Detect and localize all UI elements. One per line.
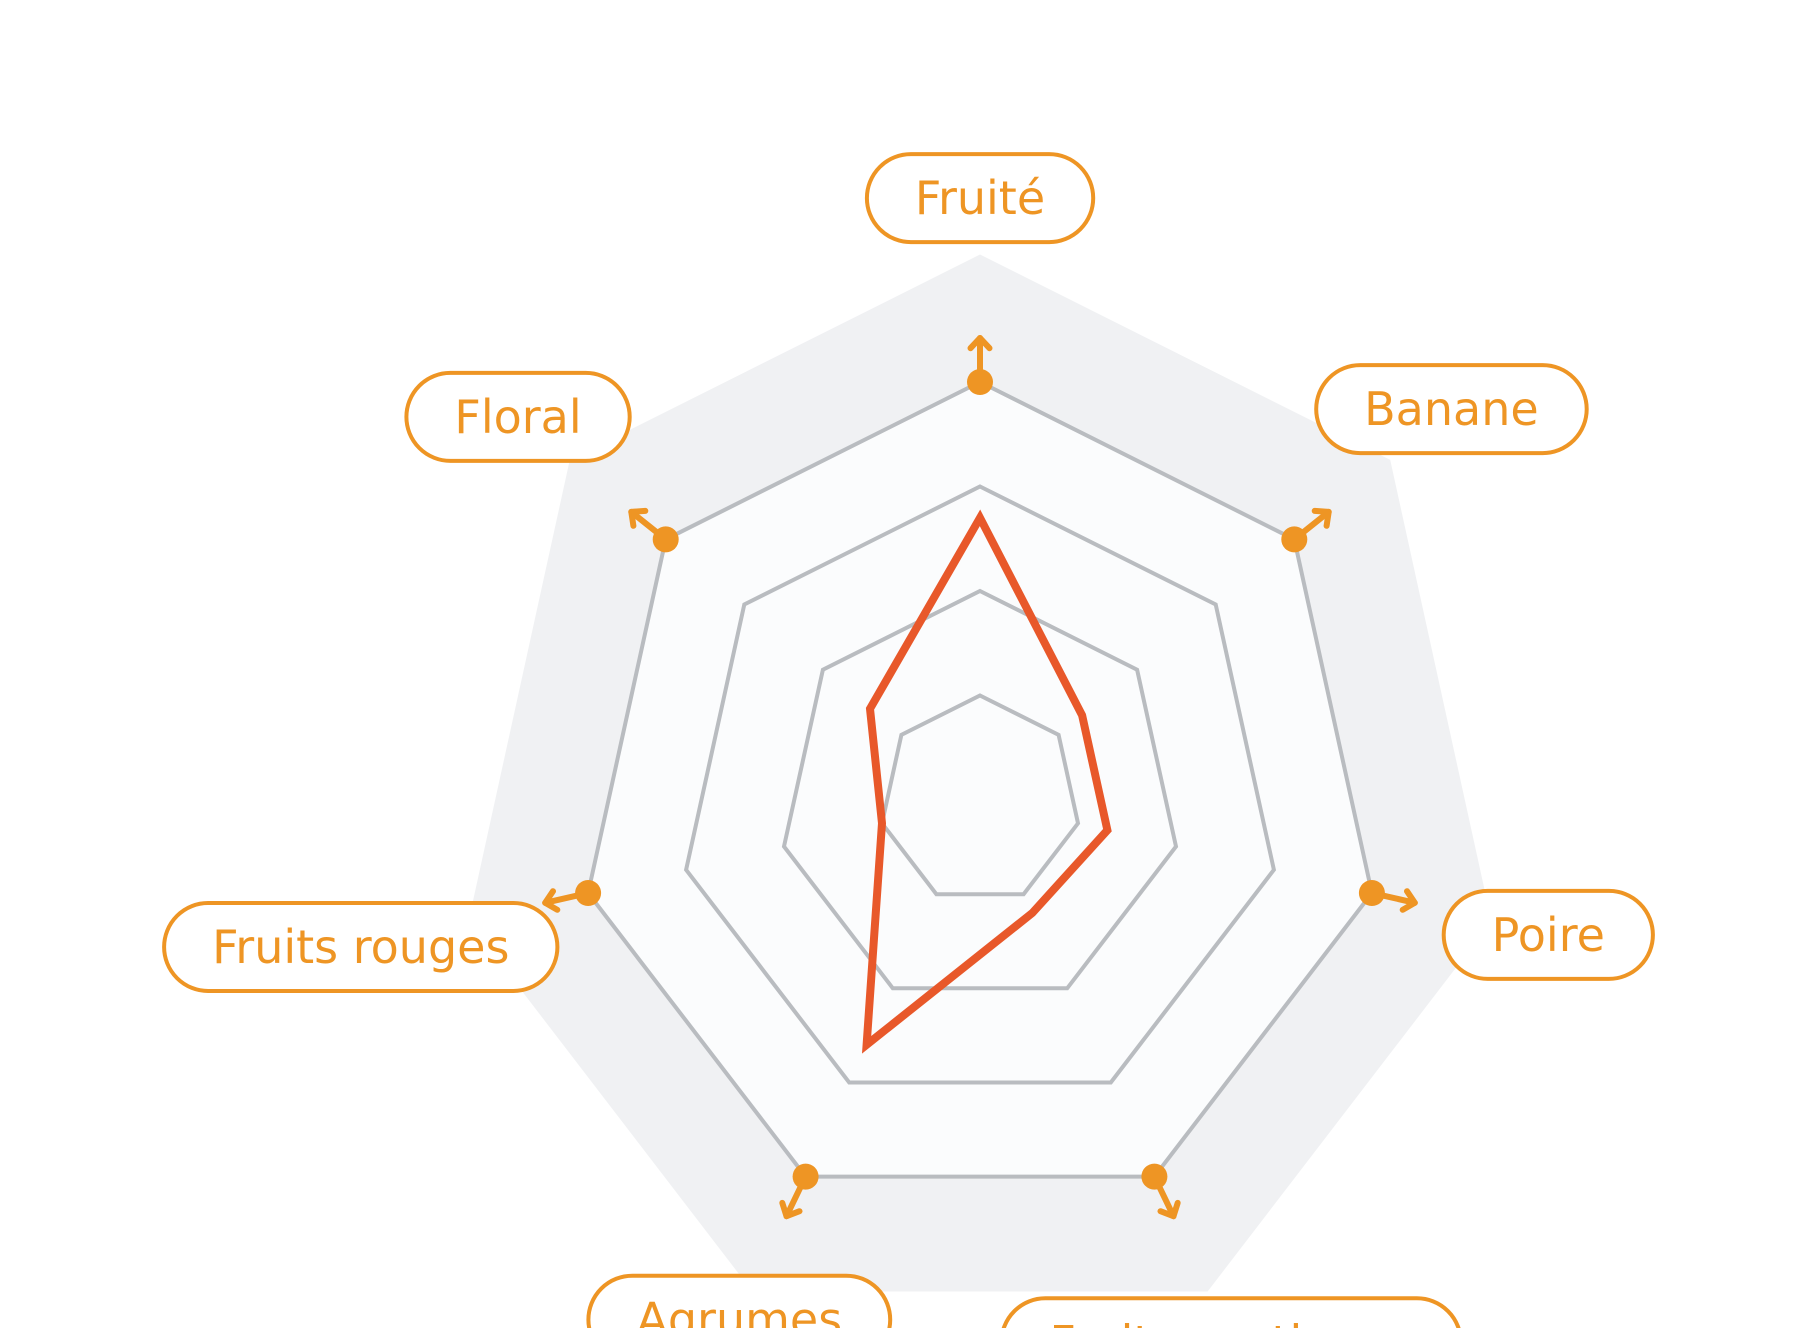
marker-arrow-shaft: [783, 1180, 806, 1220]
label-pill-border: [1441, 888, 1655, 981]
axis-label-text: Agrumes: [636, 1293, 842, 1328]
axis-marker-6: [542, 880, 602, 913]
marker-arrow-head: [628, 507, 649, 529]
marker-dot: [652, 526, 679, 553]
axis-label-text: Fruité: [915, 171, 1045, 225]
axis-label-pill-4: Fruits exotiques: [1001, 1296, 1461, 1328]
axis-markers: [542, 335, 1418, 1220]
marker-arrow-head: [542, 888, 561, 913]
marker-arrow-head: [1157, 1199, 1181, 1220]
marker-arrow-shaft: [542, 891, 584, 906]
label-pill-border: [864, 152, 1096, 245]
marker-dot: [1281, 526, 1308, 553]
marker-arrow-head: [1311, 507, 1332, 529]
background-band: [468, 254, 1492, 1292]
series-line: [861, 509, 1112, 1054]
axis-label-text: Floral: [454, 390, 581, 444]
axis-marker-7: [628, 507, 679, 553]
marker-dot: [1358, 880, 1385, 906]
axis-marker-3: [1358, 880, 1418, 913]
axis-marker-4: [1141, 1163, 1181, 1220]
marker-arrow-head: [779, 1199, 803, 1220]
axis-marker-5: [779, 1163, 819, 1220]
axis-label-pill-5: Agrumes: [586, 1273, 893, 1328]
marker-dot: [967, 369, 993, 395]
marker-arrow-shaft: [1297, 508, 1332, 538]
marker-dot: [575, 880, 602, 906]
grid-ring-3: [683, 484, 1277, 1085]
label-pill-border: [586, 1273, 893, 1328]
grid-ring-2: [781, 588, 1179, 991]
axis-marker-2: [1281, 507, 1332, 553]
marker-arrow-shaft: [628, 508, 663, 538]
grid-ring-4: [585, 379, 1375, 1179]
axis-label-text: Fruits exotiques: [1049, 1315, 1412, 1328]
axis-marker-1: [967, 335, 993, 395]
grid-ring-1: [879, 693, 1081, 897]
marker-dot: [1141, 1163, 1168, 1190]
marker-arrow-shaft: [1154, 1180, 1177, 1220]
axis-label-text: Poire: [1492, 908, 1605, 962]
marker-arrow-head: [967, 335, 993, 352]
axis-label-text: Banane: [1364, 382, 1539, 436]
marker-arrow-head: [1399, 888, 1418, 913]
label-pill-border: [162, 901, 560, 993]
axis-label-pill-3: Poire: [1441, 888, 1655, 981]
marker-dot: [792, 1163, 819, 1190]
axis-label-pill-6: Fruits rouges: [162, 901, 560, 993]
data-series: [861, 509, 1112, 1054]
label-pill-border: [1001, 1296, 1461, 1328]
axis-labels: FruitéBananePoireFruits exotiques Agrumes…: [162, 152, 1655, 1328]
label-pill-border: [1314, 363, 1589, 456]
marker-arrow-shaft: [1376, 891, 1418, 906]
axis-label-pill-1: Fruité: [864, 152, 1096, 245]
axis-label-pill-7: Floral: [404, 370, 632, 463]
axis-label-pill-2: Banane: [1314, 363, 1589, 456]
inner-area-heptagon: [588, 382, 1372, 1177]
axis-label-text: Fruits rouges: [212, 920, 509, 974]
label-pill-border: [404, 370, 632, 463]
grid-rings: [585, 379, 1375, 1179]
